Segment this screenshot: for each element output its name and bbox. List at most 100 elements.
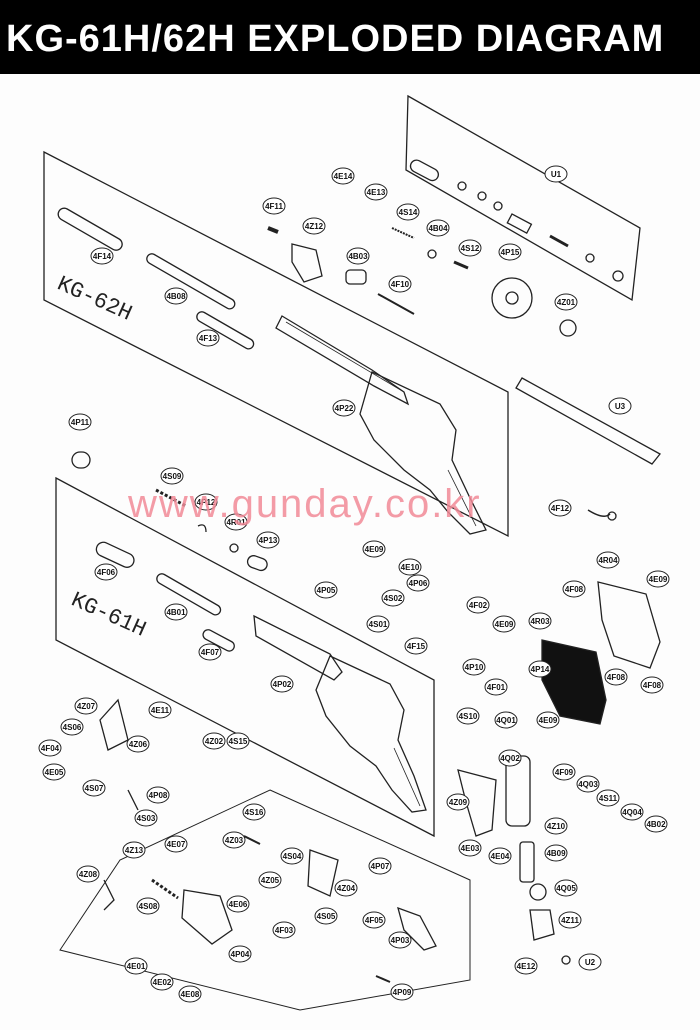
part-number-label: 4S04 bbox=[283, 852, 302, 861]
part-callout-bubble bbox=[164, 603, 188, 621]
part-number-label: 4P06 bbox=[409, 579, 428, 588]
part-callout-bubble bbox=[280, 847, 304, 865]
part-number-label: 4Z05 bbox=[261, 876, 280, 885]
part-callout-bubble bbox=[164, 835, 188, 853]
part-callout: 4P05 bbox=[314, 581, 338, 599]
part-callout: 4E07 bbox=[164, 835, 188, 853]
part-callout-bubble bbox=[488, 847, 512, 865]
part-number-label: 4R03 bbox=[530, 617, 550, 626]
diagram-drawing: KG-62H KG-61H U14E144E134S144B044S124P15… bbox=[38, 94, 670, 1011]
part-callout: 4P12 bbox=[194, 493, 218, 511]
part-callout-bubble bbox=[164, 287, 188, 305]
part-callout: 4F03 bbox=[272, 921, 296, 939]
part-callout-bubble bbox=[198, 643, 222, 661]
part-callout: 4Z08 bbox=[76, 865, 100, 883]
kg62h-frame bbox=[359, 371, 487, 535]
part-callout-bubble bbox=[388, 275, 412, 293]
part-callout: 4Z04 bbox=[334, 879, 358, 897]
part-number-label: 4E14 bbox=[334, 172, 353, 181]
title-bar: KG-61H/62H EXPLODED DIAGRAM bbox=[0, 0, 700, 74]
part-callout-bubble bbox=[178, 985, 202, 1003]
part-callout: 4P13 bbox=[256, 531, 280, 549]
model-label-kg62h: KG-62H bbox=[53, 272, 136, 327]
part-callout: 4Z06 bbox=[126, 735, 150, 753]
part-callout-bubble bbox=[388, 931, 412, 949]
part-number-label: 4B04 bbox=[428, 224, 448, 233]
part-callout: 4F13 bbox=[196, 329, 220, 347]
part-callout: 4R03 bbox=[528, 612, 552, 630]
part-callout: 4E10 bbox=[398, 558, 422, 576]
part-callout-bubble bbox=[544, 844, 568, 862]
part-number-label: 4P09 bbox=[393, 988, 412, 997]
part-callout-bubble bbox=[462, 658, 486, 676]
part-callout: 4S08 bbox=[136, 897, 160, 915]
part-number-label: 4P12 bbox=[197, 498, 216, 507]
part-callout-bubble bbox=[194, 493, 218, 511]
part-number-label: 4Z11 bbox=[561, 916, 579, 925]
part-callout-bubble bbox=[82, 779, 106, 797]
part-callout-bubble bbox=[514, 957, 538, 975]
part-callout-bubble bbox=[646, 570, 670, 588]
part-number-label: 4P13 bbox=[259, 536, 278, 545]
part-callout: 4P06 bbox=[406, 574, 430, 592]
part-callout-bubble bbox=[228, 945, 252, 963]
part-callout-bubble bbox=[362, 911, 386, 929]
part-callout-bubble bbox=[381, 589, 405, 607]
part-number-label: 4Z07 bbox=[77, 702, 96, 711]
part-callout: 4P08 bbox=[146, 786, 170, 804]
part-callout-bubble bbox=[536, 711, 560, 729]
part-number-label: 4P11 bbox=[71, 418, 90, 427]
part-callout-bubble bbox=[256, 531, 280, 549]
part-number-label: 4F10 bbox=[391, 280, 410, 289]
part-callout: 4S16 bbox=[242, 803, 266, 821]
part-number-label: 4S12 bbox=[461, 244, 480, 253]
part-callout: U1 bbox=[544, 165, 568, 183]
part-number-label: 4Z13 bbox=[125, 846, 144, 855]
part-callout-bubble bbox=[346, 247, 370, 265]
part-callout: 4P22 bbox=[332, 399, 356, 417]
part-callout-bubble bbox=[334, 879, 358, 897]
part-number-label: 4S11 bbox=[599, 794, 618, 803]
part-number-label: 4Z01 bbox=[557, 298, 576, 307]
part-callout: 4E09 bbox=[362, 540, 386, 558]
part-number-label: 4F04 bbox=[41, 744, 60, 753]
part-callout-bubble bbox=[68, 413, 92, 431]
part-callout: 4B04 bbox=[426, 219, 450, 237]
part-number-label: 4E04 bbox=[491, 852, 510, 861]
part-number-label: 4E12 bbox=[517, 962, 536, 971]
part-callout: 4R01 bbox=[224, 513, 248, 531]
part-number-label: 4B03 bbox=[348, 252, 368, 261]
part-callout-bubble bbox=[644, 815, 668, 833]
part-callout: 4S01 bbox=[366, 615, 390, 633]
part-callout-bubble bbox=[458, 839, 482, 857]
part-callout-bubble bbox=[456, 707, 480, 725]
part-number-label: 4Q01 bbox=[496, 716, 516, 725]
part-number-label: 4F08 bbox=[607, 673, 626, 682]
part-callout-bubble bbox=[368, 857, 392, 875]
part-number-label: 4E09 bbox=[365, 545, 384, 554]
part-callout: 4Z01 bbox=[554, 293, 578, 311]
part-callout: 4S14 bbox=[396, 203, 420, 221]
part-callout: 4Q02 bbox=[498, 749, 522, 767]
part-callout: 4S10 bbox=[456, 707, 480, 725]
lower-assembly-outline bbox=[59, 789, 471, 1011]
part-callout: 4S05 bbox=[314, 907, 338, 925]
part-callout: 4E03 bbox=[458, 839, 482, 857]
part-callout-bubble bbox=[484, 678, 508, 696]
part-number-label: 4F11 bbox=[265, 202, 283, 211]
part-callout: 4Z07 bbox=[74, 697, 98, 715]
part-callout-bubble bbox=[226, 732, 250, 750]
part-callout: 4F15 bbox=[404, 637, 428, 655]
part-callout-bubble bbox=[458, 239, 482, 257]
part-callout-bubble bbox=[226, 895, 250, 913]
part-number-label: 4F05 bbox=[365, 916, 384, 925]
part-number-label: 4E08 bbox=[181, 990, 200, 999]
part-callout: 4P14 bbox=[528, 660, 552, 678]
part-callout-bubble bbox=[640, 676, 664, 694]
part-number-label: 4Z06 bbox=[129, 740, 148, 749]
part-number-label: 4S07 bbox=[85, 784, 104, 793]
part-callout-bubble bbox=[398, 558, 422, 576]
part-callout-bubble bbox=[364, 183, 388, 201]
part-number-label: 4Q02 bbox=[500, 754, 520, 763]
part-number-label: 4F07 bbox=[201, 648, 220, 657]
